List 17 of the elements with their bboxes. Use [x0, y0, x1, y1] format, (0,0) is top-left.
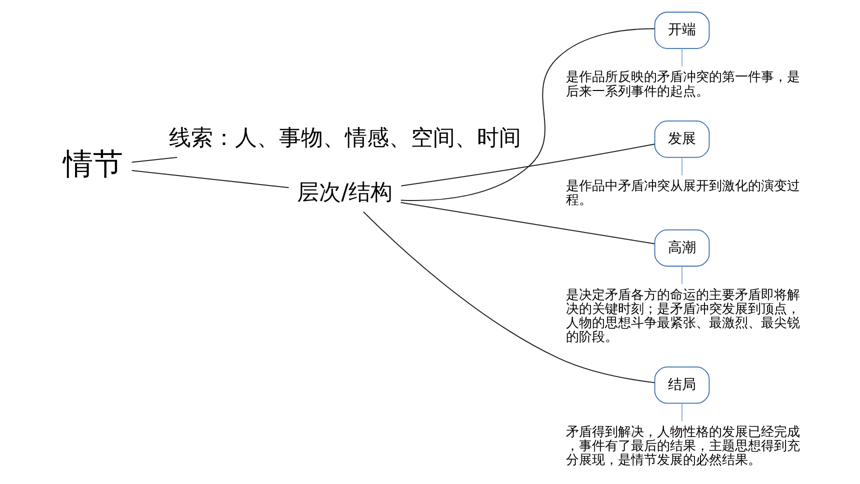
node-label: 矛盾得到解决，人物性格的发展已经完成，事件有了最后的结果，主题思想得到充分展现，是情节发展的必然结果。 — [566, 424, 800, 468]
connector — [400, 28, 655, 201]
connector — [401, 144, 655, 186]
node-box: 结局 — [654, 366, 710, 404]
node-text: 层次/结构 — [297, 179, 393, 206]
connector — [363, 212, 655, 384]
node-text: 情节 — [62, 146, 123, 182]
node-label: 是决定矛盾各方的命运的主要矛盾即将解决的关键时刻；是矛盾冲突发展到顶点，人物的思想斗争最紧张、最激烈、最尖锐的阶段。 — [566, 288, 800, 346]
node-label: 是作品中矛盾冲突从展开到激化的演变过程。 — [566, 178, 800, 208]
node-text: 线索：人、事物、情感、空间、时间 — [168, 124, 521, 151]
connector — [132, 170, 289, 188]
node-box: 发展 — [654, 120, 710, 158]
connector — [132, 156, 178, 163]
node-label: 是作品所反映的矛盾冲突的第一件事，是后来一系列事件的起点。 — [566, 70, 800, 100]
node-box: 高潮 — [654, 229, 710, 267]
connector — [400, 202, 655, 244]
node-box: 开端 — [654, 12, 710, 49]
